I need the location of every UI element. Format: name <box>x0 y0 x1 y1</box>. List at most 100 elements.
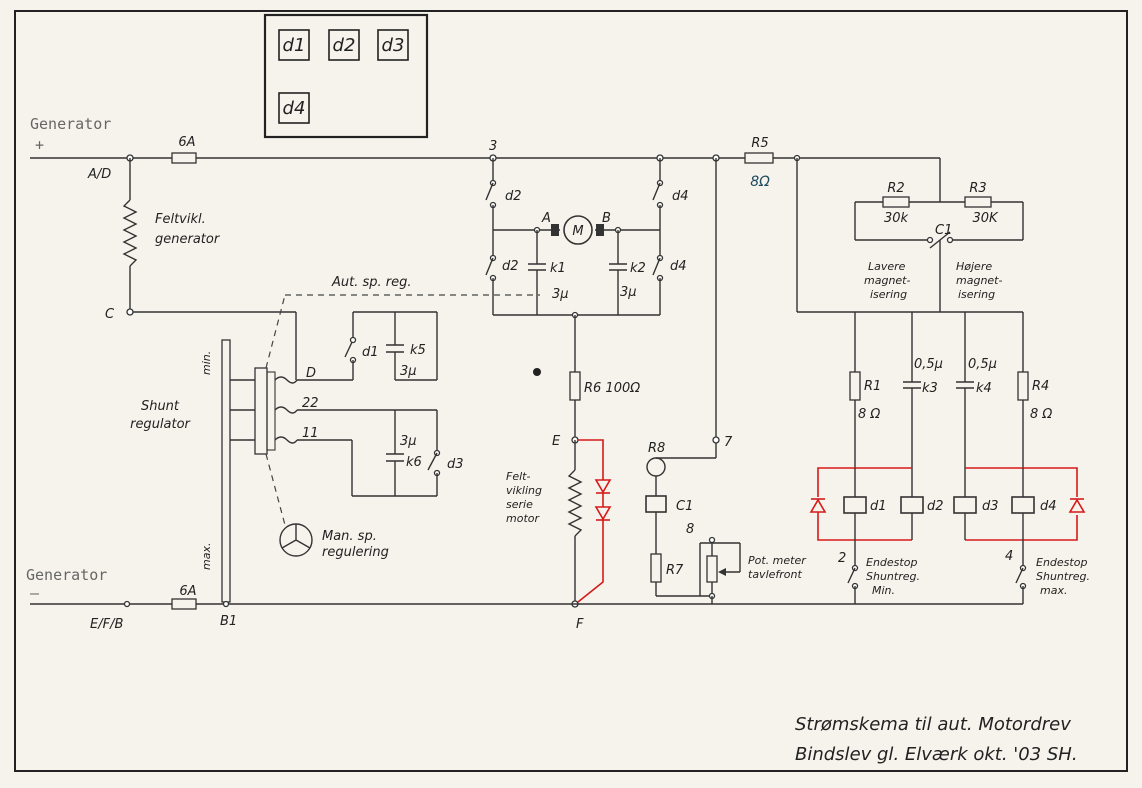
resistor-r5 <box>744 152 774 164</box>
manual-label-2: regulering <box>322 545 389 560</box>
r1-value: 8 Ω <box>858 407 880 422</box>
resistor-r1 <box>849 371 861 401</box>
coil-d1-label: d1 <box>870 499 887 514</box>
k6-d3-group: 3μ k6 d3 <box>351 410 464 497</box>
r7-label: R7 <box>666 563 684 578</box>
cap-k4-value: 0,5μ <box>968 357 997 372</box>
motor-symbol <box>563 215 593 245</box>
resistor-r4 <box>1017 371 1029 401</box>
switch-d4-lower: d4 <box>670 259 687 274</box>
motor-b: B <box>602 211 611 226</box>
motor-bridge: d2 d2 d4 d4 M A <box>485 158 689 449</box>
lower-3: isering <box>870 288 907 301</box>
r6-label: R6 100Ω <box>584 381 640 396</box>
series-field-1: Felt- <box>506 470 530 483</box>
coil-d1 <box>843 496 867 514</box>
manual-label-1: Man. sp. <box>322 529 377 544</box>
coil-c1 <box>645 495 667 513</box>
switch-d2-lower: d2 <box>502 259 519 274</box>
cap-k5-value: 3μ <box>400 364 417 379</box>
switch-c1: C1 <box>935 223 952 238</box>
legend-d1: d1 <box>283 35 306 56</box>
shunt-regulator: min. max. Shunt regulator D 22 11 Aut. s… <box>130 275 540 603</box>
r2-label: R2 <box>887 181 904 196</box>
legend-d3: d3 <box>382 35 405 56</box>
coil-c1-label: C1 <box>676 499 693 514</box>
cap-k3-value: 0,5μ <box>914 357 943 372</box>
title-line-2: Bindslev gl. Elværk okt. '03 SH. <box>795 744 1078 765</box>
switch-d4-upper: d4 <box>672 189 689 204</box>
relay-legend: d1 d2 d3 d4 <box>263 13 429 139</box>
r1-label: R1 <box>864 379 881 394</box>
r5-label: R5 <box>751 136 768 151</box>
tap-d: D <box>306 366 316 381</box>
node-b1: B1 <box>220 614 237 629</box>
pot-meter <box>706 555 718 583</box>
relay-branches: R1 8 Ω 0,5μ k3 0,5μ k4 R4 8 Ω <box>849 312 1052 497</box>
c1-control: 7 R8 C1 R7 8 Pot. meter <box>645 158 807 604</box>
node-f: F <box>576 617 584 632</box>
fuse-top-label: 6A <box>178 135 195 150</box>
relay-supply: R5 8Ω R2 30k R3 30K C1 Lavere magnet- <box>744 136 1024 313</box>
cap-k3: k3 <box>922 381 938 396</box>
fuse-bottom <box>171 598 197 610</box>
title-line-1: Strømskema til aut. Motordrev <box>795 714 1071 735</box>
r4-value: 8 Ω <box>1030 407 1052 422</box>
generator-field-winding: Feltvikl. generator C <box>105 158 297 380</box>
field-winding-label-2: generator <box>155 232 221 247</box>
node-8: 8 <box>686 522 694 537</box>
coil-d2 <box>900 496 924 514</box>
node-7: 7 <box>724 435 733 450</box>
cap-k4: k4 <box>976 381 992 396</box>
switch-d3-lower: d3 <box>447 457 464 472</box>
relay-coils: d1 d2 d3 d4 2 Endestop Shuntreg. <box>809 467 1090 604</box>
series-field-winding: Felt- vikling serie motor F <box>506 439 612 632</box>
generator-pos-sign: + <box>35 136 44 154</box>
higher-1: Højere <box>956 260 992 273</box>
endstop-min-2: Shuntreg. <box>866 570 920 583</box>
cap-k1: k1 <box>550 261 566 276</box>
sheet-border <box>14 10 1128 772</box>
coil-d2-label: d2 <box>927 499 944 514</box>
switch-d2-upper: d2 <box>505 189 522 204</box>
generator-pos-label: Generator <box>30 115 111 133</box>
resistor-r3 <box>964 196 992 208</box>
switch-d1: d1 <box>362 345 379 360</box>
cap-k2: k2 <box>630 261 646 276</box>
ink-dot <box>533 368 541 376</box>
r8-lamp <box>646 457 666 477</box>
node-3: 3 <box>489 139 497 154</box>
r3-label: R3 <box>969 181 986 196</box>
node-4: 4 <box>1005 549 1013 564</box>
resistor-r7 <box>650 553 662 583</box>
node-c: C <box>105 307 115 322</box>
lower-1: Lavere <box>868 260 906 273</box>
shunt-label-1: Shunt <box>141 399 180 414</box>
endstop-max-3: max. <box>1040 584 1067 597</box>
coil-d3 <box>953 496 977 514</box>
k5-d1-group: d1 k5 3μ <box>344 311 438 381</box>
legend-d2: d2 <box>333 35 356 56</box>
endstop-max-1: Endestop <box>1036 556 1087 569</box>
cap-k2-value: 3μ <box>620 285 637 300</box>
cap-k6-value: 3μ <box>400 434 417 449</box>
higher-2: magnet- <box>956 274 1002 287</box>
series-field-2: vikling <box>506 484 542 497</box>
node-2: 2 <box>838 551 846 566</box>
cap-k5: k5 <box>410 343 426 358</box>
shunt-max: max. <box>200 543 213 570</box>
tap-11: 11 <box>302 426 319 441</box>
node-efb: E/F/B <box>90 617 123 632</box>
field-winding-label-1: Feltvikl. <box>155 212 206 227</box>
endstop-min-1: Endestop <box>866 556 917 569</box>
r4-label: R4 <box>1032 379 1049 394</box>
generator-positive: Generator + 6A A/D 3 <box>30 115 745 182</box>
coil-d4-label: d4 <box>1040 499 1057 514</box>
node-e: E <box>552 434 561 449</box>
endstop-min-3: Min. <box>872 584 895 597</box>
motor-a: A <box>541 211 551 226</box>
resistor-r6 <box>569 371 581 401</box>
r3-value: 30K <box>972 211 999 226</box>
